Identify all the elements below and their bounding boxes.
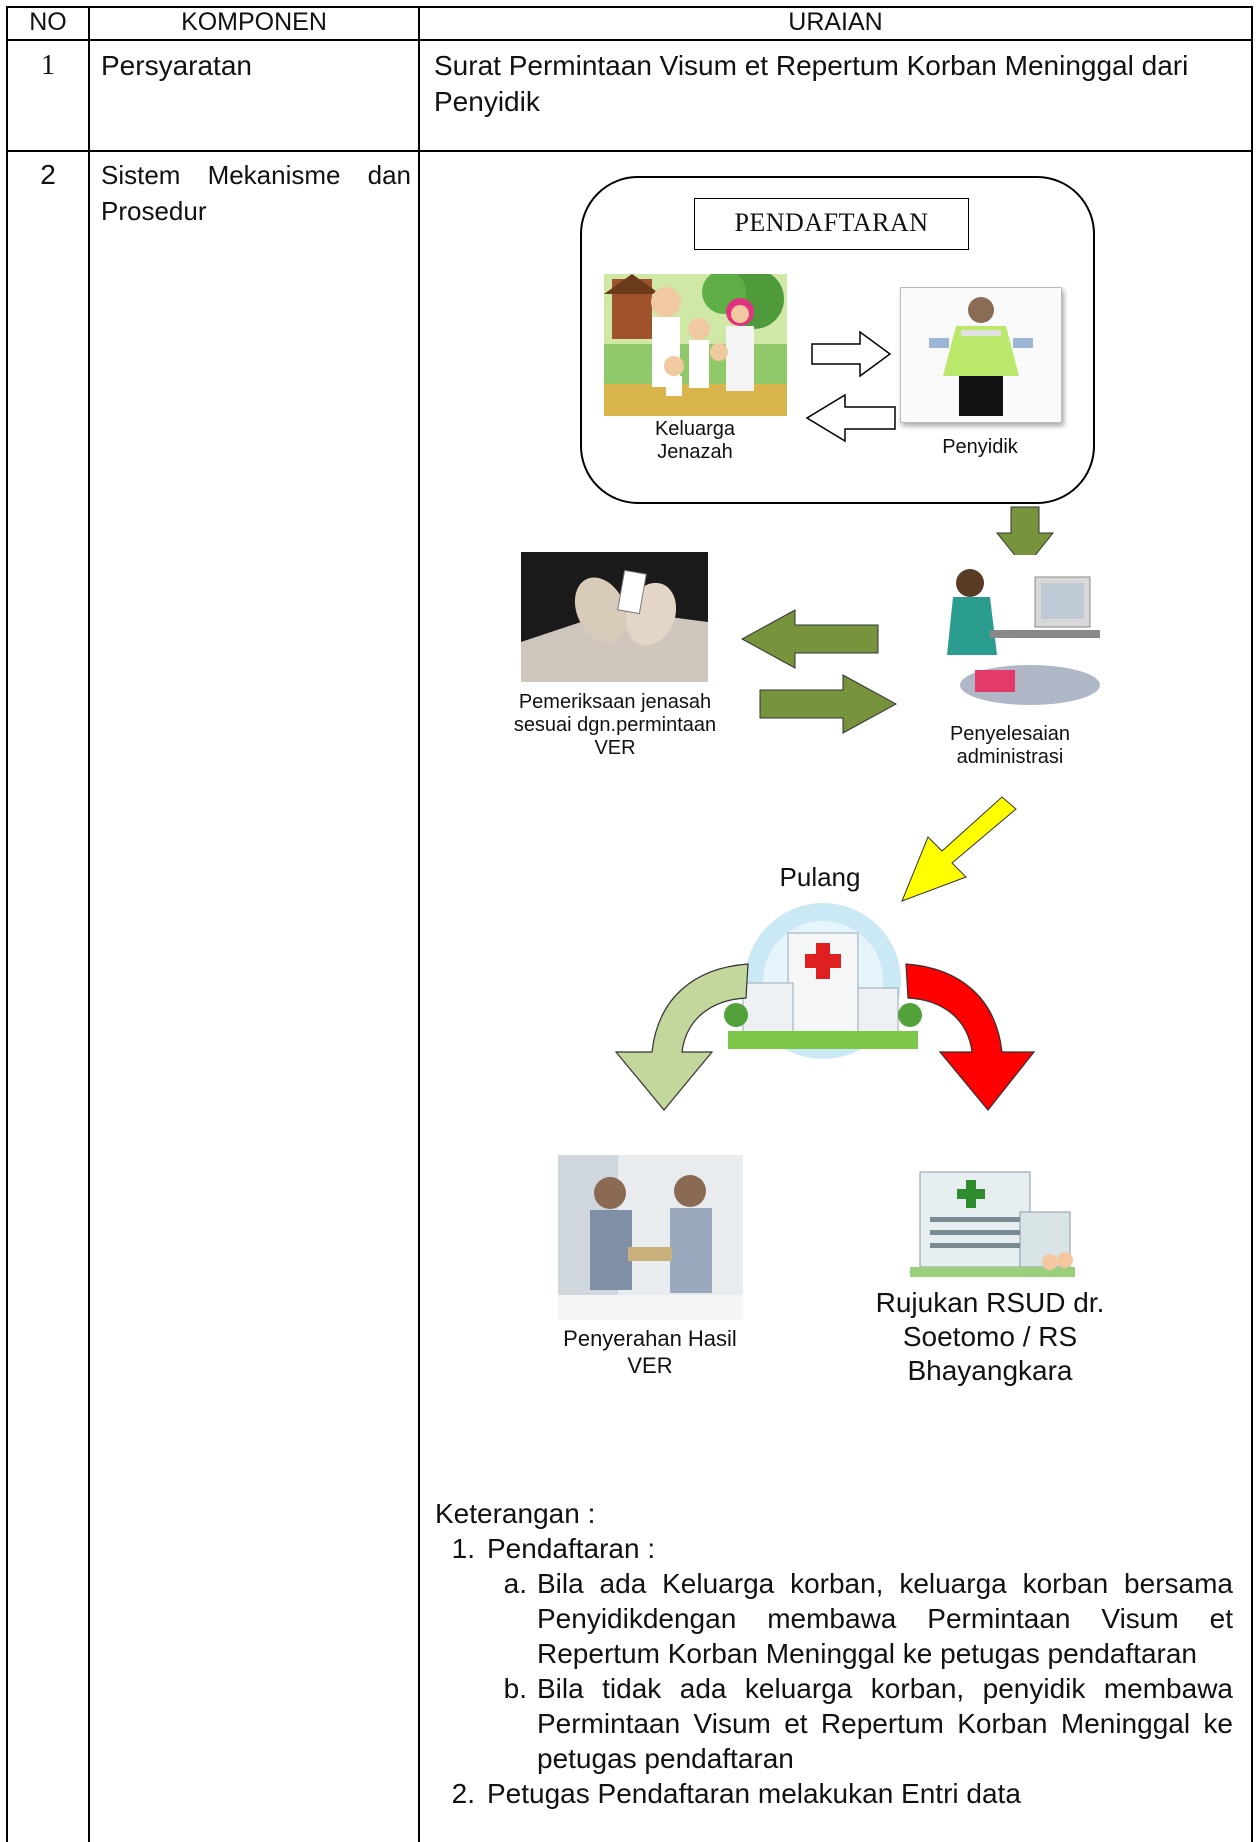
header-bottom-border	[6, 39, 1253, 41]
item-2-label: Petugas Pendaftaran melakukan Entri data	[487, 1778, 1021, 1809]
pendaftaran-box	[580, 176, 1095, 504]
white-arrow-left	[805, 393, 896, 443]
table-top-border	[6, 6, 1253, 8]
item-1-label: Pendaftaran :	[487, 1533, 656, 1564]
pendaftaran-title: PENDAFTARAN	[694, 198, 969, 250]
keluarga-jenazah-image	[604, 274, 787, 416]
penyidik-image	[900, 287, 1062, 423]
keterangan-item-1: 1. Pendaftaran :	[435, 1531, 1233, 1566]
table-left-border	[6, 6, 8, 1842]
administrasi-label: Penyelesaian administrasi	[949, 723, 1071, 768]
keterangan-section: Keterangan : 1. Pendaftaran : a. Bila ad…	[435, 1496, 1233, 1811]
pemeriksaan-label: Pemeriksaan jenasah sesuai dgn.permintaa…	[513, 691, 717, 759]
pulang-label: Pulang	[779, 862, 861, 892]
header-no: NO	[29, 8, 67, 36]
row2-no: 2	[40, 159, 56, 190]
hospital-image	[718, 903, 928, 1063]
keterangan-title: Keterangan :	[435, 1498, 596, 1529]
item-1a-text: Bila ada Keluarga korban, keluarga korba…	[537, 1568, 1233, 1669]
olive-arrow-right	[759, 674, 898, 734]
row1-no: 1	[41, 50, 55, 81]
item-1b-letter: b.	[503, 1673, 527, 1704]
penyerahan-label: Penyerahan Hasil VER	[563, 1326, 737, 1378]
row1-bottom-border	[6, 150, 1253, 152]
olive-arrow-down	[995, 506, 1055, 569]
rujukan-label: Rujukan RSUD dr. Soetomo / RS Bhayangkar…	[875, 1287, 1105, 1386]
penyerahan-hasil-ver-image	[558, 1155, 743, 1320]
yellow-arrow	[901, 796, 1017, 902]
penyidik-label: Penyidik	[942, 436, 1018, 458]
col-divider-2	[418, 6, 420, 1842]
header-komponen: KOMPONEN	[181, 8, 327, 36]
item-1b-text: Bila tidak ada keluarga korban, penyidik…	[537, 1673, 1233, 1774]
header-uraian: URAIAN	[788, 8, 883, 36]
keterangan-item-2: 2. Petugas Pendaftaran melakukan Entri d…	[435, 1776, 1233, 1811]
keterangan-item-1a: a. Bila ada Keluarga korban, keluarga ko…	[487, 1566, 1233, 1671]
item-1a-letter: a.	[503, 1568, 527, 1599]
red-curved-arrow	[905, 963, 1036, 1111]
item-1-number: 1.	[451, 1533, 475, 1564]
white-arrow-right	[811, 330, 892, 378]
keluarga-jenazah-label: Keluarga Jenazah	[654, 418, 736, 463]
penyelesaian-administrasi-image	[935, 555, 1110, 715]
item-2-number: 2.	[451, 1778, 475, 1809]
olive-arrow-left	[740, 609, 879, 669]
col-divider-1	[88, 6, 90, 1842]
rujukan-rs-image	[900, 1162, 1080, 1284]
green-curved-arrow	[614, 963, 749, 1111]
table-right-border	[1251, 6, 1253, 1842]
row1-uraian: Surat Permintaan Visum et Repertum Korba…	[434, 50, 1189, 117]
row2-komponen: Sistem Mekanisme dan Prosedur	[101, 160, 411, 226]
pemeriksaan-jenazah-image	[521, 552, 708, 682]
keterangan-item-1b: b. Bila tidak ada keluarga korban, penyi…	[487, 1671, 1233, 1776]
row1-komponen: Persyaratan	[101, 50, 252, 81]
